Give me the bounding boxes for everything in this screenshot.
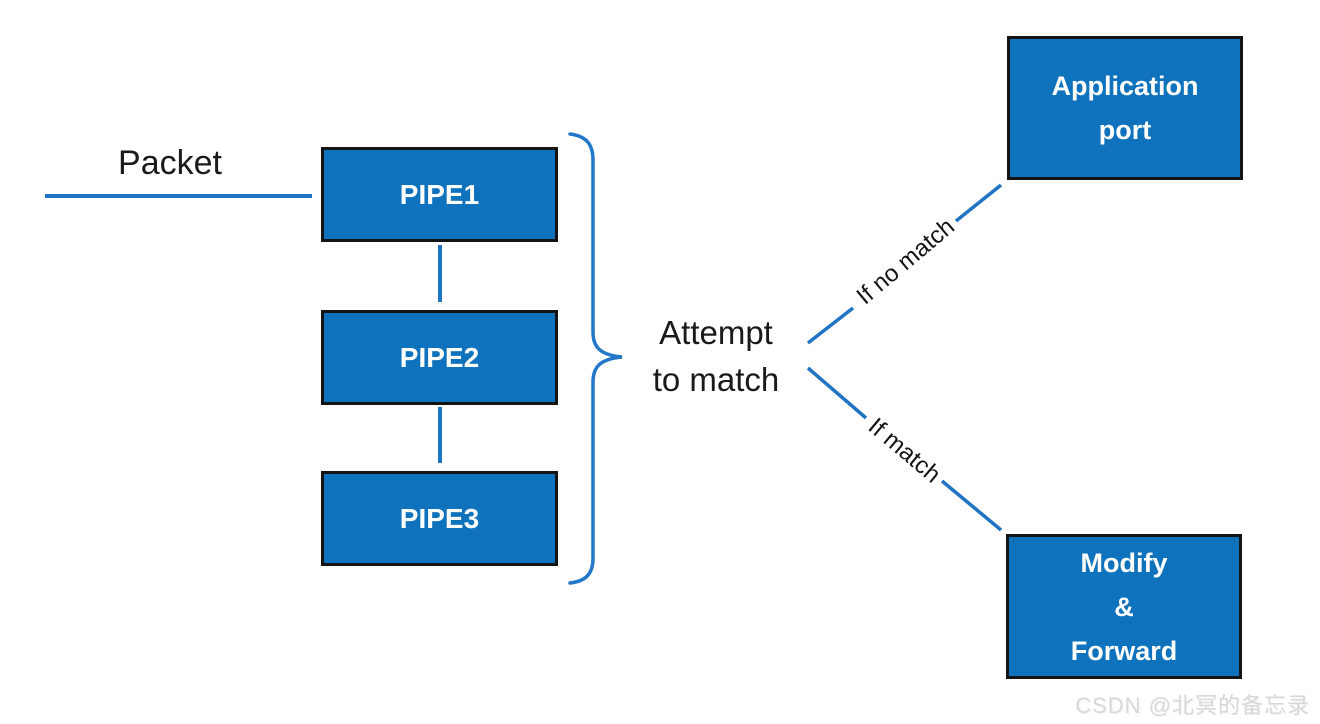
if-no-match-arrow-segment-2	[954, 183, 1003, 223]
attempt-to-match-line2: to match	[652, 361, 780, 398]
modify-forward-line1: Modify	[1080, 547, 1168, 578]
pipe1-label: PIPE1	[399, 178, 480, 210]
pipe3-label: PIPE3	[399, 502, 480, 534]
application-port-line2: port	[1098, 115, 1152, 145]
attempt-to-match-label: Attempt to match	[616, 309, 816, 403]
modify-forward-line3: Forward	[1070, 635, 1178, 666]
modify-forward-line2: &	[1114, 591, 1134, 622]
pipe3-box: PIPE3	[321, 471, 558, 566]
watermark: CSDN @北冥的备忘录	[1075, 693, 1310, 718]
application-port-box: Application port	[1007, 36, 1243, 180]
if-match-arrow-segment-2	[940, 479, 1003, 532]
if-no-match-arrow-segment-1	[806, 306, 855, 345]
grouping-brace	[568, 132, 623, 585]
modify-forward-box: Modify & Forward	[1006, 534, 1242, 679]
pipe2-label: PIPE2	[399, 341, 480, 373]
attempt-to-match-line1: Attempt	[659, 314, 773, 351]
packet-label: Packet	[118, 144, 222, 182]
pipe2-box: PIPE2	[321, 310, 558, 405]
application-port-line1: Application	[1051, 71, 1199, 101]
pipe1-box: PIPE1	[321, 147, 558, 242]
if-match-arrow-segment-1	[806, 366, 868, 420]
